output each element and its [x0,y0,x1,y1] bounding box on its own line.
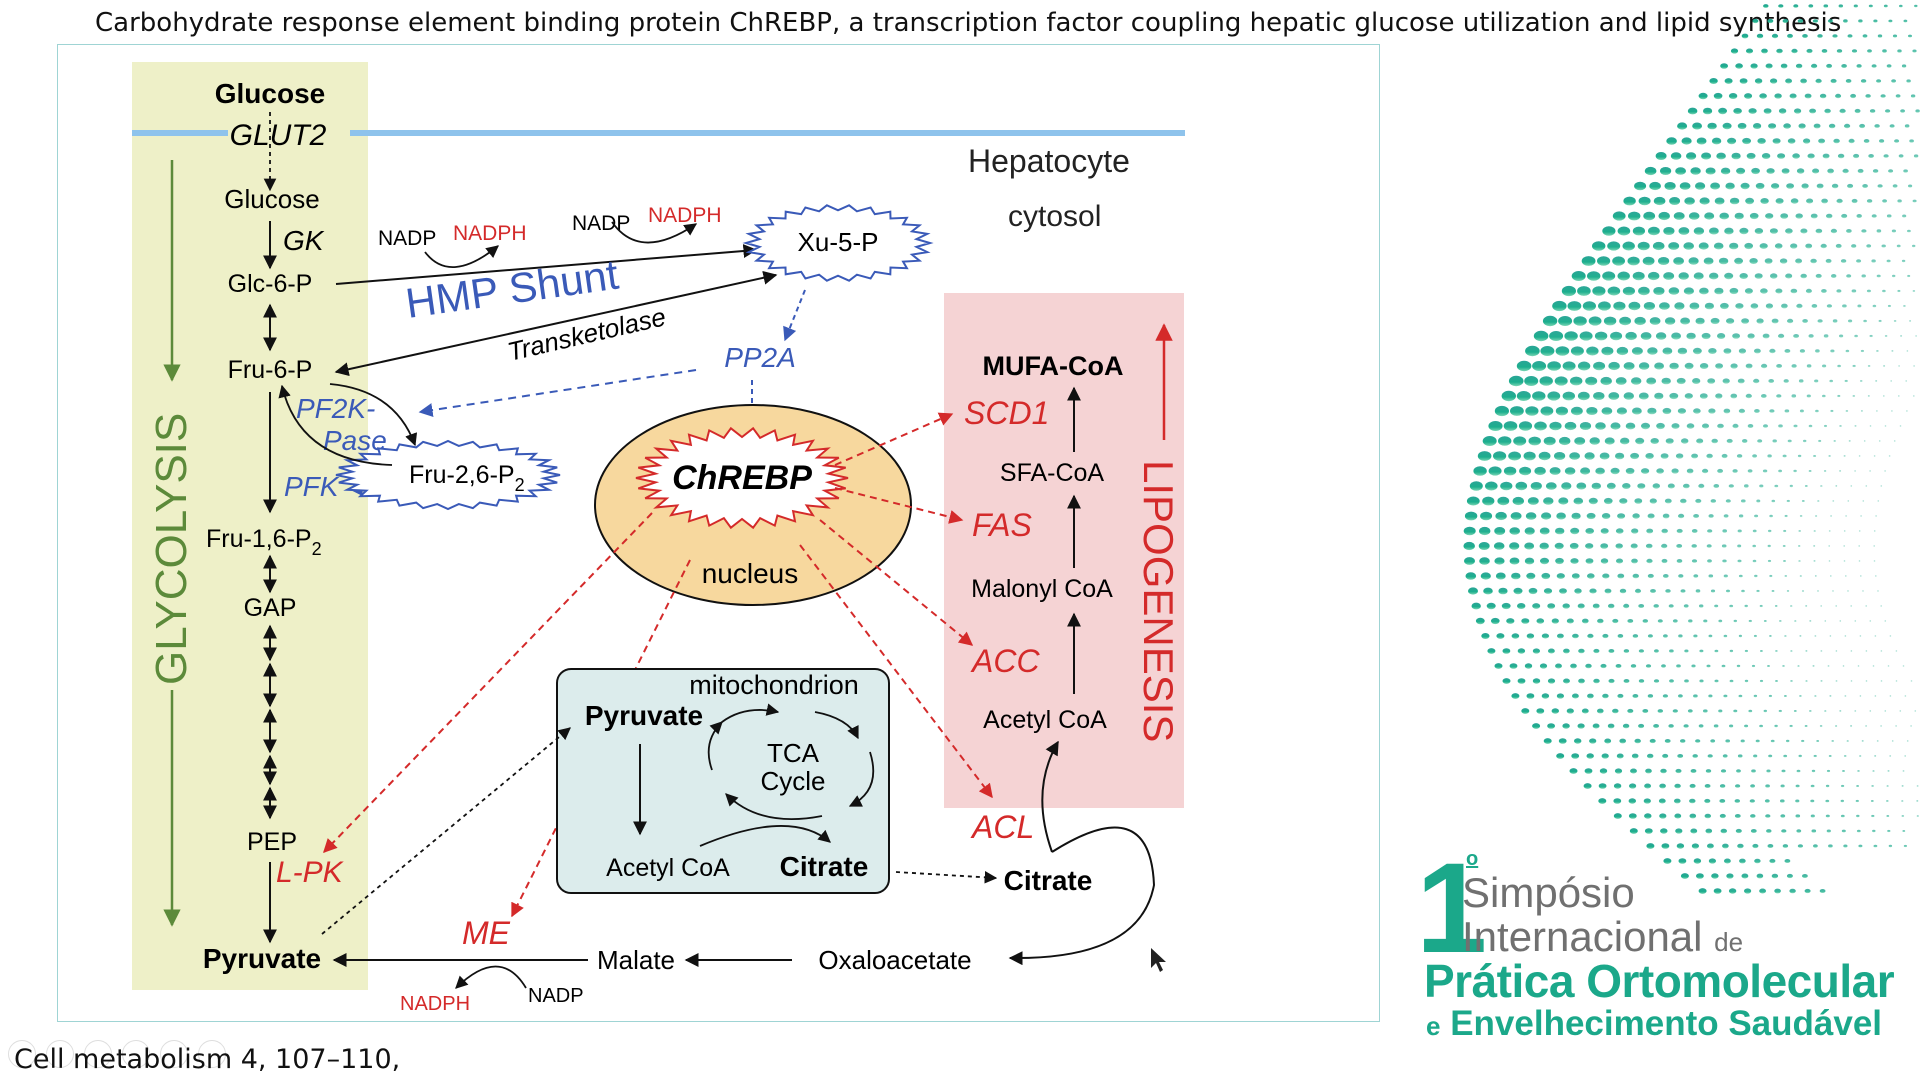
acetylcoa-cytosol: Acetyl CoA [983,706,1107,734]
svg-text:Pase: Pase [323,425,387,456]
pfk-enzyme: PFK [284,471,340,502]
slide-title: Carbohydrate response element binding pr… [95,8,1842,38]
nadp-label-3: NADP [528,985,584,1007]
fas-enzyme: FAS [972,507,1032,543]
logo-simposio: Simpósio [1462,869,1635,916]
previous-icon[interactable] [8,1040,36,1068]
malate-metabolite: Malate [597,945,675,975]
fru16p2-metabolite: Fru-1,6-P2 [206,525,322,559]
sfacoa-metabolite: SFA-CoA [1000,459,1105,487]
transketolase-label: Transketolase [505,301,669,367]
logo-ordinal: o [1466,848,1479,870]
slideshow-toolbar [8,1040,236,1073]
more-icon[interactable] [198,1040,226,1068]
pep-metabolite: PEP [247,828,297,856]
pyruvate-mitochondrion: Pyruvate [585,700,703,731]
hepatocyte-label: Hepatocyte [968,143,1130,179]
me-enzyme: ME [462,915,511,951]
pf2k-pase-enzyme: PF2K- [296,393,375,424]
gk-enzyme: GK [283,225,325,256]
chrebp-label: ChREBP [672,459,812,497]
mitochondrion-label: mitochondrion [689,670,859,700]
glucose-metabolite: Glucose [224,184,319,214]
glut2-transporter: GLUT2 [230,119,327,152]
acc-enzyme: ACC [970,643,1040,679]
figure-frame: GLYCOLYSIS LIPOGENESIS Hepatocyte cytoso… [57,44,1380,1022]
next-icon[interactable] [46,1040,74,1068]
malonylcoa-metabolite: Malonyl CoA [971,575,1113,603]
glycolysis-label: GLYCOLYSIS [147,413,196,685]
acetylcoa-mitochondrion: Acetyl CoA [606,854,730,882]
scd1-enzyme: SCD1 [964,395,1049,431]
fru26p2-metabolite: Fru-2,6-P2 [409,461,525,495]
logo-pratica: Prática Ortomolecular [1424,955,1895,1007]
gap-metabolite: GAP [244,594,297,622]
fru6p-metabolite: Fru-6-P [228,356,313,384]
xu5p-starburst [742,204,934,282]
mouse-cursor-icon [1151,948,1166,972]
mufacoa-metabolite: MUFA-CoA [983,351,1124,381]
glucose-extracellular: Glucose [215,78,325,109]
grid-icon[interactable] [122,1040,150,1068]
pyruvate-cytosol: Pyruvate [203,943,321,974]
pp2a-phosphatase: PP2A [724,342,796,373]
citrate-mitochondrion: Citrate [780,851,869,882]
chrebp-starburst [635,426,849,530]
transketolase-arrow [334,270,778,377]
xu5p-metabolite: Xu-5-P [798,227,879,257]
logo-number: 1 [1416,837,1488,980]
lpk-enzyme: L-PK [276,856,345,889]
cytosol-label: cytosol [1008,200,1101,233]
lipogenesis-label: LIPOGENESIS [1135,460,1182,742]
citrate-cytosol: Citrate [1004,865,1093,896]
mitochondrion-box [556,668,890,894]
fru26p2-starburst [335,439,561,511]
citation-text: Cell metabolism 4, 107–110, [14,1044,401,1075]
oxaloacetate-metabolite: Oxaloacetate [818,945,971,975]
nadph-label-3: NADPH [400,993,470,1015]
zoom-icon[interactable] [160,1040,188,1068]
logo-envelhecimento: e Envelhecimento Saudável [1426,1004,1883,1043]
glc6p-metabolite: Glc-6-P [228,270,313,298]
nadp-label-2: NADP [572,212,630,235]
dot-pattern-decoration [1463,4,1920,894]
lipogenesis-panel [944,293,1184,808]
tca-label: TCA [767,738,820,768]
logo-internacional: Internacional de [1462,913,1744,960]
nadp-label-1: NADP [378,227,436,250]
acl-enzyme: ACL [970,809,1034,845]
nucleus-label: nucleus [702,558,799,589]
nadph-label-1: NADPH [453,222,527,245]
svg-text:Cycle: Cycle [760,766,825,796]
chrebp-pathway-diagram: GLYCOLYSIS LIPOGENESIS Hepatocyte cytoso… [132,62,1185,1015]
pen-icon[interactable] [84,1040,112,1068]
nadph-label-2: NADPH [648,204,722,227]
